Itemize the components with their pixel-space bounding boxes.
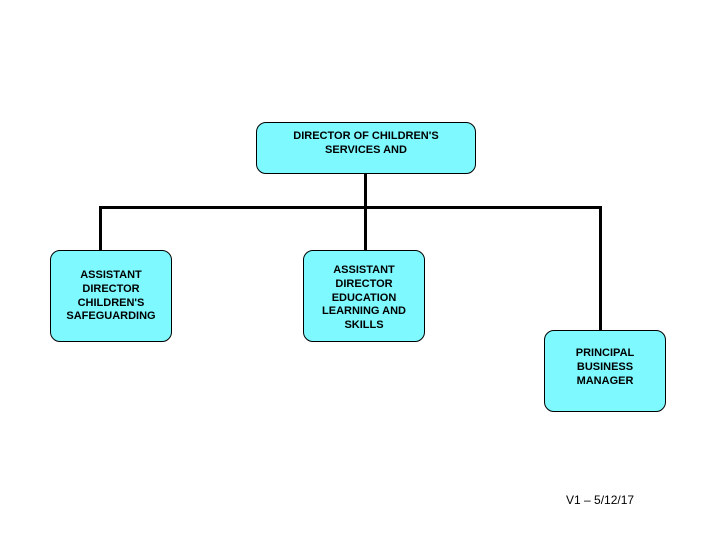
node-label-assistant-director-education-learning-and-skills: ASSISTANT DIRECTOR EDUCATION LEARNING AN… xyxy=(322,264,406,331)
node-label-assistant-director-childrens-safeguarding: ASSISTANT DIRECTOR CHILDREN'S SAFEGUARDI… xyxy=(66,269,156,323)
node-label-director-of-childrens-services: DIRECTOR OF CHILDREN'S SERVICES AND xyxy=(293,130,439,156)
connector-horizontal-bus xyxy=(99,206,602,209)
connector-vertical-to-education xyxy=(364,206,367,252)
node-label-principal-business-manager: PRINCIPAL BUSINESS MANAGER xyxy=(575,347,635,387)
node-principal-business-manager[interactable]: PRINCIPAL BUSINESS MANAGER xyxy=(544,330,666,412)
node-director-of-childrens-services[interactable]: DIRECTOR OF CHILDREN'S SERVICES AND xyxy=(256,122,476,174)
version-label: V1 – 5/12/17 xyxy=(566,493,635,507)
node-assistant-director-education-learning-and-skills[interactable]: ASSISTANT DIRECTOR EDUCATION LEARNING AN… xyxy=(303,250,425,342)
node-assistant-director-childrens-safeguarding[interactable]: ASSISTANT DIRECTOR CHILDREN'S SAFEGUARDI… xyxy=(50,250,172,342)
connector-vertical-to-safeguarding xyxy=(99,206,102,252)
connector-vertical-from-director xyxy=(364,174,367,208)
connector-vertical-to-principal xyxy=(599,206,602,332)
